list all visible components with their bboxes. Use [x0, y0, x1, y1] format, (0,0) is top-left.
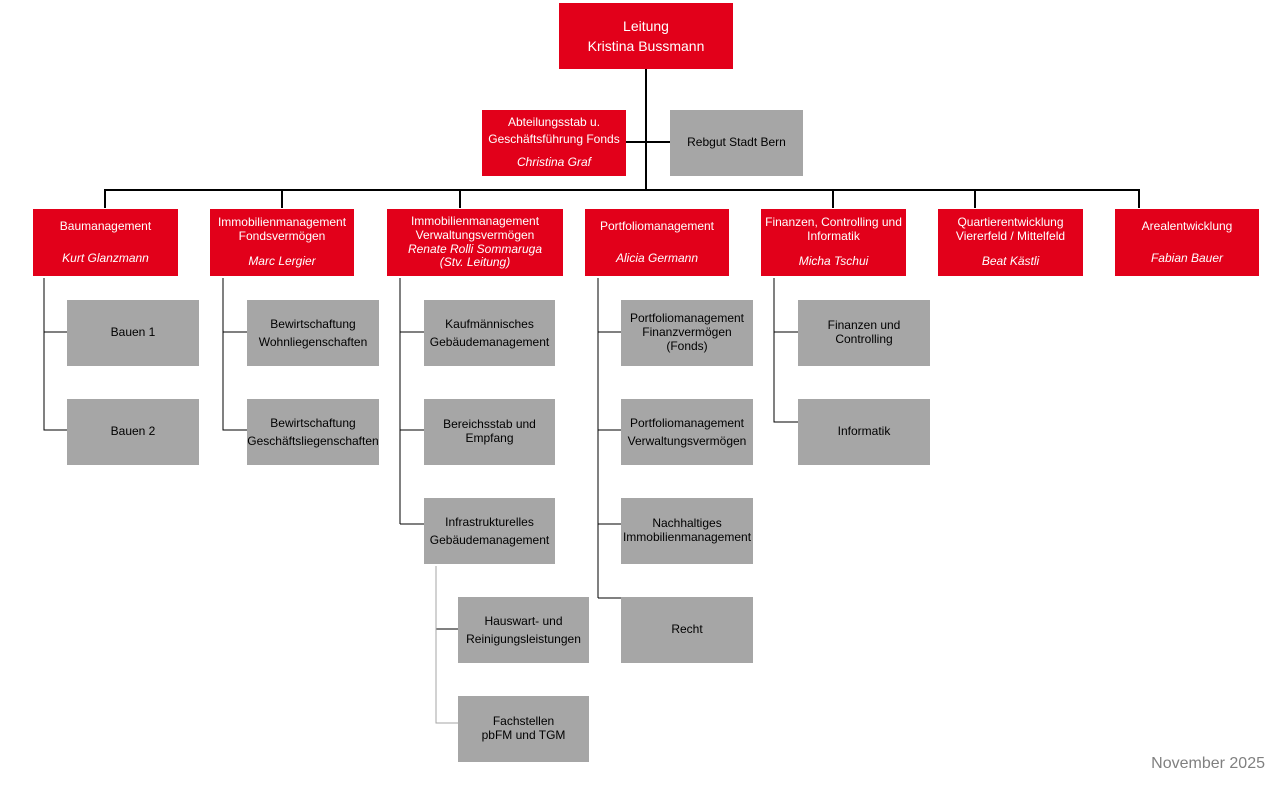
- dept-title: Baumanagement: [59, 218, 152, 233]
- unit-label-line2: Empfang: [465, 431, 514, 445]
- unit-label-line1: Infrastrukturelles: [445, 515, 534, 529]
- unit-infrastrukturelles-gm: Infrastrukturelles Gebäudemanagement: [424, 498, 555, 564]
- dept-portfoliomanagement: Portfoliomanagement Alicia Germann: [585, 209, 729, 276]
- unit-fachstellen: Fachstellen pbFM und TGM: [458, 696, 589, 762]
- unit-recht: Recht: [621, 597, 753, 663]
- unit-label-line1: Finanzen und: [827, 318, 901, 333]
- unit-bewirtschaftung-geschaeft: Bewirtschaftung Geschäftsliegenschaften: [247, 399, 379, 465]
- rebgut-box: Rebgut Stadt Bern: [670, 110, 803, 176]
- unit-label-line2: Reinigungsleistungen: [466, 632, 581, 646]
- unit-bereichsstab-empfang: Bereichsstab und Empfang: [424, 399, 555, 465]
- unit-label-line2: Immobilienmanagement: [622, 530, 752, 544]
- unit-label: Recht: [671, 622, 703, 637]
- unit-informatik: Informatik: [798, 399, 930, 465]
- unit-label-line2: Verwaltungsvermögen: [627, 434, 747, 448]
- dept-head-name: Marc Lergier: [248, 254, 316, 269]
- unit-label-line1: Kaufmännisches: [445, 317, 534, 331]
- footer-date: November 2025: [1151, 755, 1265, 772]
- unit-label-line2: Gebäudemanagement: [429, 335, 550, 349]
- unit-finanzen-controlling: Finanzen und Controlling: [798, 300, 930, 366]
- leitung-title: Leitung: [623, 17, 669, 34]
- unit-label-line1: Portfoliomanagement: [629, 311, 745, 326]
- dept-title-line2: Fondsvermögen: [238, 228, 326, 243]
- stab-title-line2: Geschäftsführung Fonds: [488, 131, 620, 146]
- dept-head-name: Renate Rolli Sommaruga: [407, 241, 543, 256]
- unit-bauen-2: Bauen 2: [67, 399, 199, 465]
- unit-portfolio-finanzvermoegen: Portfoliomanagement Finanzvermögen (Fond…: [621, 300, 753, 366]
- dept-head-role: (Stv. Leitung): [439, 255, 511, 270]
- unit-label: Bauen 2: [110, 424, 156, 439]
- dept-title-line1: Quartierentwicklung: [957, 214, 1064, 229]
- unit-label-line2: Wohnliegenschaften: [258, 335, 368, 349]
- leitung-name: Kristina Bussmann: [587, 38, 705, 54]
- dept-head-name: Micha Tschui: [798, 254, 869, 269]
- unit-label-line3: (Fonds): [666, 338, 708, 353]
- unit-label: Bauen 1: [110, 325, 156, 340]
- unit-hauswart-reinigung: Hauswart- und Reinigungsleistungen: [458, 597, 589, 663]
- stab-name: Christina Graf: [516, 155, 592, 170]
- dept-head-name: Beat Kästli: [981, 254, 1040, 269]
- dept-immobilien-verwaltung: Immobilienmanagement Verwaltungsvermögen…: [387, 209, 563, 276]
- unit-label-line1: Bewirtschaftung: [270, 416, 356, 430]
- unit-label-line2: pbFM und TGM: [481, 728, 566, 742]
- unit-label-line1: Bereichsstab und: [443, 417, 536, 432]
- leitung-box: Leitung Kristina Bussmann: [559, 3, 733, 69]
- unit-nachhaltiges-im: Nachhaltiges Immobilienmanagement: [621, 498, 753, 564]
- dept-title: Arealentwicklung: [1141, 218, 1233, 233]
- unit-label-line2: Finanzvermögen: [642, 325, 732, 340]
- unit-kaufmaennisches-gm: Kaufmännisches Gebäudemanagement: [424, 300, 555, 366]
- unit-label-line1: Bewirtschaftung: [270, 317, 356, 331]
- unit-bauen-1: Bauen 1: [67, 300, 199, 366]
- unit-label-line1: Fachstellen: [492, 714, 555, 729]
- dept-title-line1: Immobilienmanagement: [410, 213, 540, 228]
- unit-bewirtschaftung-wohn: Bewirtschaftung Wohnliegenschaften: [247, 300, 379, 366]
- dept-arealentwicklung: Arealentwicklung Fabian Bauer: [1115, 209, 1259, 276]
- dept-title-line1: Finanzen, Controlling und: [765, 214, 902, 229]
- unit-label-line1: Portfoliomanagement: [629, 416, 745, 430]
- rebgut-label: Rebgut Stadt Bern: [687, 135, 786, 150]
- dept-head-name: Fabian Bauer: [1150, 250, 1224, 265]
- unit-label-line2: Controlling: [835, 332, 893, 346]
- unit-label-line2: Gebäudemanagement: [429, 533, 550, 547]
- dept-title-line2: Verwaltungsvermögen: [415, 227, 535, 242]
- dept-finanzen-controlling-informatik: Finanzen, Controlling und Informatik Mic…: [761, 209, 906, 276]
- dept-title-line2: Informatik: [807, 228, 860, 243]
- dept-title-line2: Viererfeld / Mittelfeld: [955, 228, 1066, 243]
- unit-label-line1: Nachhaltiges: [652, 516, 722, 531]
- unit-portfolio-verwaltungsvermoegen: Portfoliomanagement Verwaltungsvermögen: [621, 399, 753, 465]
- unit-label-line2: Geschäftsliegenschaften: [247, 434, 379, 448]
- stab-title-line1: Abteilungsstab u.: [507, 114, 601, 129]
- dept-head-name: Alicia Germann: [615, 250, 699, 265]
- unit-label: Informatik: [837, 424, 891, 439]
- unit-label-line1: Hauswart- und: [484, 614, 563, 628]
- dept-quartierentwicklung: Quartierentwicklung Viererfeld / Mittelf…: [938, 209, 1083, 276]
- dept-immobilien-fonds: Immobilienmanagement Fondsvermögen Marc …: [210, 209, 354, 276]
- stab-box: Abteilungsstab u. Geschäftsführung Fonds…: [482, 110, 626, 176]
- dept-title-line1: Immobilienmanagement: [217, 214, 347, 229]
- dept-head-name: Kurt Glanzmann: [62, 250, 149, 265]
- dept-baumanagement: Baumanagement Kurt Glanzmann: [33, 209, 178, 276]
- dept-title: Portfoliomanagement: [599, 218, 715, 233]
